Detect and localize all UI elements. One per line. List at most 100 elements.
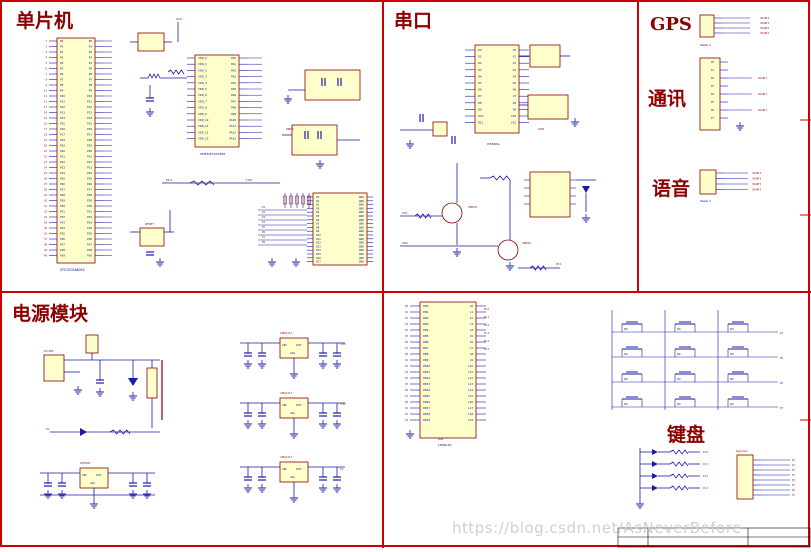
net-label: P4 bbox=[405, 329, 408, 332]
pin-name: P32 bbox=[60, 215, 65, 219]
pin-name: V11 bbox=[511, 121, 516, 125]
pin-name: D4 bbox=[316, 211, 320, 214]
capacitor bbox=[244, 476, 252, 481]
pin-name: P29 bbox=[87, 199, 92, 203]
pin-name: P27 bbox=[60, 188, 65, 192]
pin-name: P4 bbox=[711, 93, 714, 96]
pin-name: GND bbox=[359, 207, 364, 210]
pin-number: 5 bbox=[45, 62, 47, 65]
pin-name: V10 bbox=[511, 114, 516, 118]
pin-name: P25 bbox=[87, 177, 92, 181]
net-label: P1.2 bbox=[703, 475, 709, 478]
gnd-symbol bbox=[90, 500, 98, 509]
pin-name: P20 bbox=[60, 149, 65, 153]
led-icon bbox=[652, 461, 658, 467]
fuse bbox=[146, 367, 158, 399]
pin-number: 8 bbox=[45, 79, 47, 82]
pin-name: D10 bbox=[316, 234, 321, 237]
pin-name: V5 bbox=[513, 81, 517, 85]
gnd-symbol bbox=[333, 360, 341, 369]
pin-name: D1 bbox=[316, 200, 320, 203]
net-label: P5 bbox=[405, 335, 408, 338]
gnd-symbol bbox=[292, 258, 300, 267]
usb-connector-b bbox=[527, 94, 569, 120]
key-switch: SW bbox=[727, 371, 749, 382]
pin-number: 3 bbox=[45, 51, 47, 54]
net-label: P6 bbox=[792, 489, 795, 492]
net-label: P2.4 bbox=[484, 340, 490, 343]
pin-number: 21 bbox=[44, 150, 48, 153]
comm-module bbox=[699, 57, 721, 131]
dc-jack bbox=[43, 354, 65, 382]
switch-label: SW bbox=[624, 328, 628, 331]
resistor bbox=[295, 195, 299, 205]
capacitor bbox=[319, 412, 327, 417]
pin-name: PA10 bbox=[230, 118, 237, 122]
section-title-serial: 串口 bbox=[394, 10, 433, 32]
net-label: P2 bbox=[405, 365, 408, 368]
pin-name: P18 bbox=[87, 138, 92, 142]
key-switch: SW bbox=[621, 346, 643, 357]
key-switch: SW bbox=[727, 346, 749, 357]
net-label: USART2 bbox=[760, 22, 770, 25]
pin-name: V2 bbox=[513, 61, 517, 65]
net-label: P3 bbox=[405, 371, 408, 374]
pin-name: P29 bbox=[60, 199, 65, 203]
switch-label: SW bbox=[624, 378, 628, 381]
pin-number: 24 bbox=[44, 167, 48, 170]
pin-name: L12 bbox=[468, 376, 473, 380]
pin-name: P1 bbox=[711, 69, 714, 72]
resistor bbox=[109, 429, 131, 435]
pin-name: GND bbox=[359, 200, 364, 203]
wire bbox=[489, 175, 511, 181]
pin-name: PA9 bbox=[231, 112, 236, 116]
net-label: P2 bbox=[262, 211, 265, 214]
net-label: P7 bbox=[792, 494, 795, 497]
gnd-symbol bbox=[333, 484, 341, 493]
pin-number: 30 bbox=[44, 200, 48, 203]
watermark-text: https://blog.csdn.net/AsNeverBefore bbox=[452, 519, 742, 537]
pin-name: GND bbox=[359, 211, 364, 214]
pin-name: PA12 bbox=[230, 130, 237, 134]
key-switch: SW bbox=[621, 321, 643, 332]
pin-number: 10 bbox=[44, 90, 48, 93]
transistor-q2 bbox=[497, 239, 519, 261]
pin-name: P22 bbox=[60, 160, 65, 164]
adj-label: ADJ bbox=[290, 351, 295, 355]
net-label: P6 bbox=[405, 389, 408, 392]
pin-name: PA3 bbox=[231, 75, 236, 79]
vout-label: OUT bbox=[96, 473, 102, 477]
pin-name: P6 bbox=[89, 72, 93, 76]
regulator-label: LM7805 bbox=[80, 461, 91, 465]
gnd-symbol bbox=[290, 494, 298, 503]
pin-name: P0 bbox=[711, 61, 714, 64]
pin-name: P38 bbox=[60, 248, 65, 252]
vout-label: OUT bbox=[296, 467, 302, 471]
pin-number: 36 bbox=[44, 233, 48, 236]
pin-number: 28 bbox=[44, 189, 48, 192]
capacitor bbox=[58, 482, 66, 487]
pin-name: GND bbox=[359, 242, 364, 245]
gnd-symbol bbox=[319, 484, 327, 493]
pin-number: 13 bbox=[44, 106, 48, 109]
capacitor bbox=[319, 352, 327, 357]
transistor-q1 bbox=[441, 202, 463, 224]
net-label: P4 bbox=[405, 377, 408, 380]
net-label: P1.1 bbox=[703, 463, 709, 466]
key-switch: SW bbox=[621, 371, 643, 382]
pin-name: PA0 bbox=[231, 56, 236, 60]
net-label: VCC bbox=[176, 17, 182, 21]
pin-name: P5 bbox=[711, 101, 714, 104]
switch-label: SW bbox=[730, 353, 734, 356]
gnd-symbol bbox=[129, 490, 137, 499]
pin-number: 16 bbox=[44, 123, 48, 126]
pin-name: DB10 bbox=[423, 364, 430, 368]
pin-name: VDD_10 bbox=[198, 118, 209, 122]
pin-name: P1 bbox=[89, 45, 93, 49]
net-label: P0 bbox=[405, 305, 408, 308]
gnd-symbol bbox=[244, 360, 252, 369]
gnd-symbol bbox=[406, 140, 414, 149]
pin-name: P24 bbox=[87, 171, 92, 175]
net-label: P1 bbox=[262, 206, 265, 209]
